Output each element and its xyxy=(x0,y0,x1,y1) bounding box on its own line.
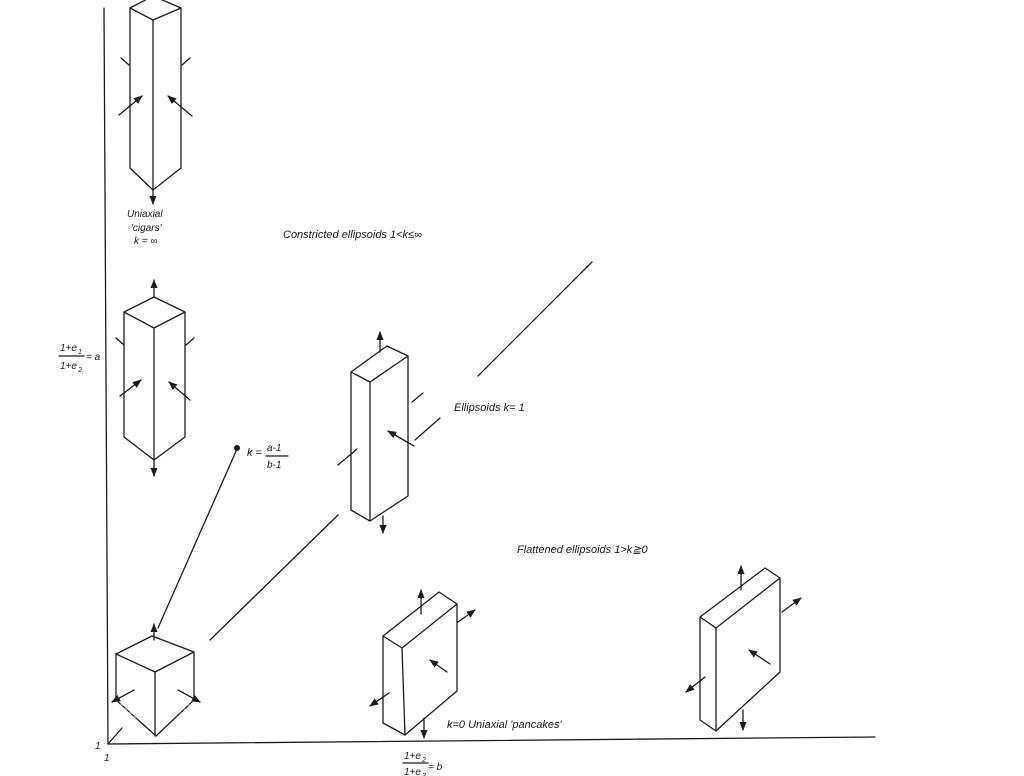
origin-tick xyxy=(107,727,123,745)
svg-text:1+e: 1+e xyxy=(404,767,421,776)
cube-origin xyxy=(111,623,201,737)
svg-text:2: 2 xyxy=(77,367,82,374)
svg-text:= a: = a xyxy=(86,352,101,363)
cigars-label-2: 'cigars' xyxy=(131,223,163,234)
cigars-label-3: k = ∞ xyxy=(134,236,158,247)
ellipsoid-slab-center xyxy=(337,331,441,534)
pancake-slab-center xyxy=(369,589,476,739)
cigar-prism-top xyxy=(118,0,193,205)
constricted-label: Constricted ellipsoids 1<k≤∞ xyxy=(283,229,422,241)
flattened-label: Flattened ellipsoids 1>k≧0 xyxy=(517,544,648,556)
k-formula-point xyxy=(234,445,240,451)
svg-text:1+e: 1+e xyxy=(60,343,77,354)
svg-text:1+e: 1+e xyxy=(404,751,421,762)
k-formula-left: k = xyxy=(247,447,263,459)
origin-label-x: 1 xyxy=(104,753,110,764)
k-formula-leader xyxy=(157,448,238,629)
svg-text:1+e: 1+e xyxy=(60,361,77,372)
svg-text:1: 1 xyxy=(78,349,82,356)
svg-text:3: 3 xyxy=(422,773,426,776)
svg-text:= b: = b xyxy=(428,762,443,773)
y-axis-label: 1+e 1 1+e 2 = a xyxy=(58,343,101,374)
cigars-label-1: Uniaxial xyxy=(127,209,163,220)
y-axis xyxy=(103,7,109,745)
x-axis xyxy=(107,736,876,745)
k-formula-num: a-1 xyxy=(267,443,281,454)
x-axis-label: 1+e 2 1+e 3 = b xyxy=(402,751,443,776)
k-formula-den: b-1 xyxy=(267,460,281,471)
k-one-line-upper xyxy=(477,261,593,377)
pancakes-label: k=0 Uniaxial 'pancakes' xyxy=(447,719,562,731)
constricted-prism-left xyxy=(115,279,195,477)
origin-label-y: 1 xyxy=(95,741,101,752)
k-one-line-lower xyxy=(209,514,339,641)
ellipsoids-label: Ellipsoids k= 1 xyxy=(454,402,525,414)
pancake-slab-right xyxy=(685,565,802,732)
svg-text:2: 2 xyxy=(421,757,426,764)
